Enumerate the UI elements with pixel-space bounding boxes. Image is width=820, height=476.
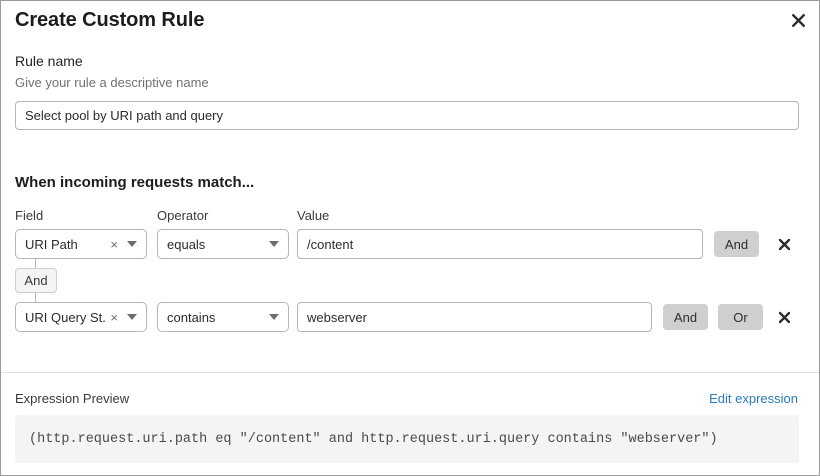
rule-name-help-text: Give your rule a descriptive name bbox=[15, 75, 209, 90]
chevron-down-icon[interactable] bbox=[122, 241, 146, 247]
value-input-1[interactable] bbox=[297, 229, 703, 259]
chevron-down-icon[interactable] bbox=[122, 314, 146, 320]
rule-name-input[interactable] bbox=[15, 101, 799, 130]
rule-name-label: Rule name bbox=[15, 53, 83, 69]
and-button-1[interactable]: And bbox=[714, 231, 759, 257]
expression-preview-code: (http.request.uri.path eq "/content" and… bbox=[15, 415, 799, 463]
remove-condition-button-2[interactable] bbox=[773, 306, 795, 328]
chevron-down-icon[interactable] bbox=[264, 241, 288, 247]
field-select-1[interactable]: URI Path × bbox=[15, 229, 147, 259]
connector-line-bottom bbox=[35, 292, 36, 302]
remove-condition-button-1[interactable] bbox=[773, 233, 795, 255]
chevron-down-icon[interactable] bbox=[264, 314, 288, 320]
caret-glyph bbox=[127, 241, 137, 247]
connector-line-top bbox=[35, 259, 36, 269]
connector-and-badge[interactable]: And bbox=[15, 268, 57, 293]
caret-glyph bbox=[127, 314, 137, 320]
value-input-2[interactable] bbox=[297, 302, 652, 332]
conditions-heading: When incoming requests match... bbox=[15, 174, 255, 191]
caret-glyph bbox=[269, 314, 279, 320]
column-header-operator: Operator bbox=[157, 208, 209, 223]
operator-select-2[interactable]: contains bbox=[157, 302, 289, 332]
operator-select-1[interactable]: equals bbox=[157, 229, 289, 259]
expression-preview-label: Expression Preview bbox=[15, 391, 130, 406]
and-button-2[interactable]: And bbox=[663, 304, 708, 330]
close-glyph bbox=[778, 311, 790, 323]
field-select-2[interactable]: URI Query St... × bbox=[15, 302, 147, 332]
edit-expression-link[interactable]: Edit expression bbox=[709, 391, 798, 406]
dialog-title: Create Custom Rule bbox=[15, 9, 205, 31]
or-button-2[interactable]: Or bbox=[718, 304, 763, 330]
close-icon[interactable] bbox=[785, 7, 811, 33]
caret-glyph bbox=[269, 241, 279, 247]
operator-select-2-value: contains bbox=[167, 309, 216, 325]
clear-icon[interactable]: × bbox=[110, 309, 118, 325]
condition-row: URI Query St... × contains And Or bbox=[1, 302, 819, 332]
column-header-value: Value bbox=[297, 208, 330, 223]
field-select-1-value: URI Path bbox=[25, 236, 78, 252]
clear-icon[interactable]: × bbox=[110, 236, 118, 252]
close-glyph bbox=[778, 238, 790, 250]
operator-select-1-value: equals bbox=[167, 236, 206, 252]
condition-row: URI Path × equals And bbox=[1, 229, 819, 259]
column-header-field: Field bbox=[15, 208, 44, 223]
section-divider bbox=[1, 372, 819, 373]
field-select-2-value: URI Query St... bbox=[25, 309, 107, 325]
close-glyph bbox=[791, 13, 805, 27]
